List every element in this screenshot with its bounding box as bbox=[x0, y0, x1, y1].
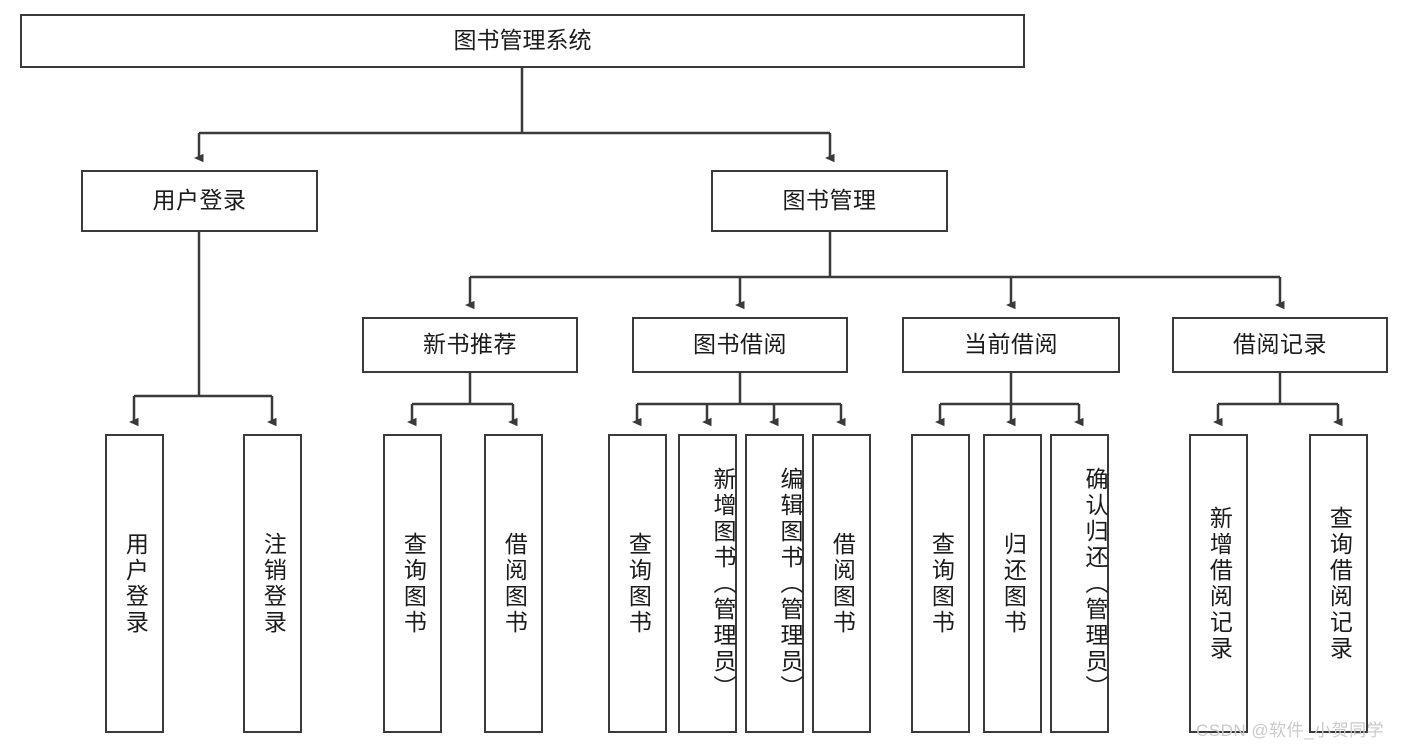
node-label: 编辑图书（管理员） bbox=[777, 466, 803, 701]
node-label: 用户登录 bbox=[152, 187, 247, 214]
node-label: 查询借阅记录 bbox=[1326, 505, 1353, 662]
leaf-borrow-books[interactable]: 借阅图书 bbox=[812, 434, 871, 733]
leaf-borrow-books-recommend[interactable]: 借阅图书 bbox=[484, 434, 543, 733]
node-user-login[interactable]: 用户登录 bbox=[81, 170, 318, 232]
leaf-logout[interactable]: 注销登录 bbox=[243, 434, 302, 733]
leaf-query-books-current[interactable]: 查询图书 bbox=[911, 434, 970, 733]
node-label: 图书管理系统 bbox=[453, 27, 592, 54]
node-label: 确认归还（管理员） bbox=[1082, 466, 1108, 701]
node-label: 新增借阅记录 bbox=[1206, 505, 1233, 662]
leaf-return-books[interactable]: 归还图书 bbox=[983, 434, 1042, 733]
node-label: 归还图书 bbox=[1000, 531, 1027, 636]
node-label: 查询图书 bbox=[928, 531, 955, 636]
node-label: 借阅记录 bbox=[1233, 331, 1327, 358]
leaf-user-login[interactable]: 用户登录 bbox=[105, 434, 164, 733]
node-book-borrow[interactable]: 图书借阅 bbox=[632, 317, 848, 373]
leaf-confirm-return-admin[interactable]: 确认归还（管理员） bbox=[1050, 434, 1109, 733]
node-label: 图书管理 bbox=[782, 187, 877, 214]
leaf-add-borrow-record[interactable]: 新增借阅记录 bbox=[1189, 434, 1248, 733]
leaf-query-books-borrow[interactable]: 查询图书 bbox=[608, 434, 667, 733]
node-new-book-recommend[interactable]: 新书推荐 bbox=[362, 317, 578, 373]
node-label: 用户登录 bbox=[122, 531, 149, 636]
node-label: 借阅图书 bbox=[829, 531, 856, 636]
node-label: 查询图书 bbox=[625, 531, 652, 636]
leaf-query-books-recommend[interactable]: 查询图书 bbox=[383, 434, 442, 733]
node-label: 图书借阅 bbox=[693, 331, 787, 358]
node-label: 新书推荐 bbox=[423, 331, 517, 358]
node-root-system[interactable]: 图书管理系统 bbox=[20, 14, 1025, 68]
node-label: 注销登录 bbox=[260, 531, 287, 636]
node-label: 查询图书 bbox=[400, 531, 427, 636]
node-label: 新增图书（管理员） bbox=[710, 466, 736, 701]
node-label: 当前借阅 bbox=[964, 331, 1058, 358]
node-label: 借阅图书 bbox=[501, 531, 528, 636]
node-book-management[interactable]: 图书管理 bbox=[711, 170, 948, 232]
node-current-borrow[interactable]: 当前借阅 bbox=[902, 317, 1120, 373]
node-borrow-records[interactable]: 借阅记录 bbox=[1172, 317, 1388, 373]
leaf-edit-book-admin[interactable]: 编辑图书（管理员） bbox=[745, 434, 804, 733]
leaf-query-borrow-record[interactable]: 查询借阅记录 bbox=[1309, 434, 1368, 733]
watermark: CSDN @软件_小贺同学 bbox=[1196, 721, 1385, 740]
leaf-add-book-admin[interactable]: 新增图书（管理员） bbox=[678, 434, 737, 733]
